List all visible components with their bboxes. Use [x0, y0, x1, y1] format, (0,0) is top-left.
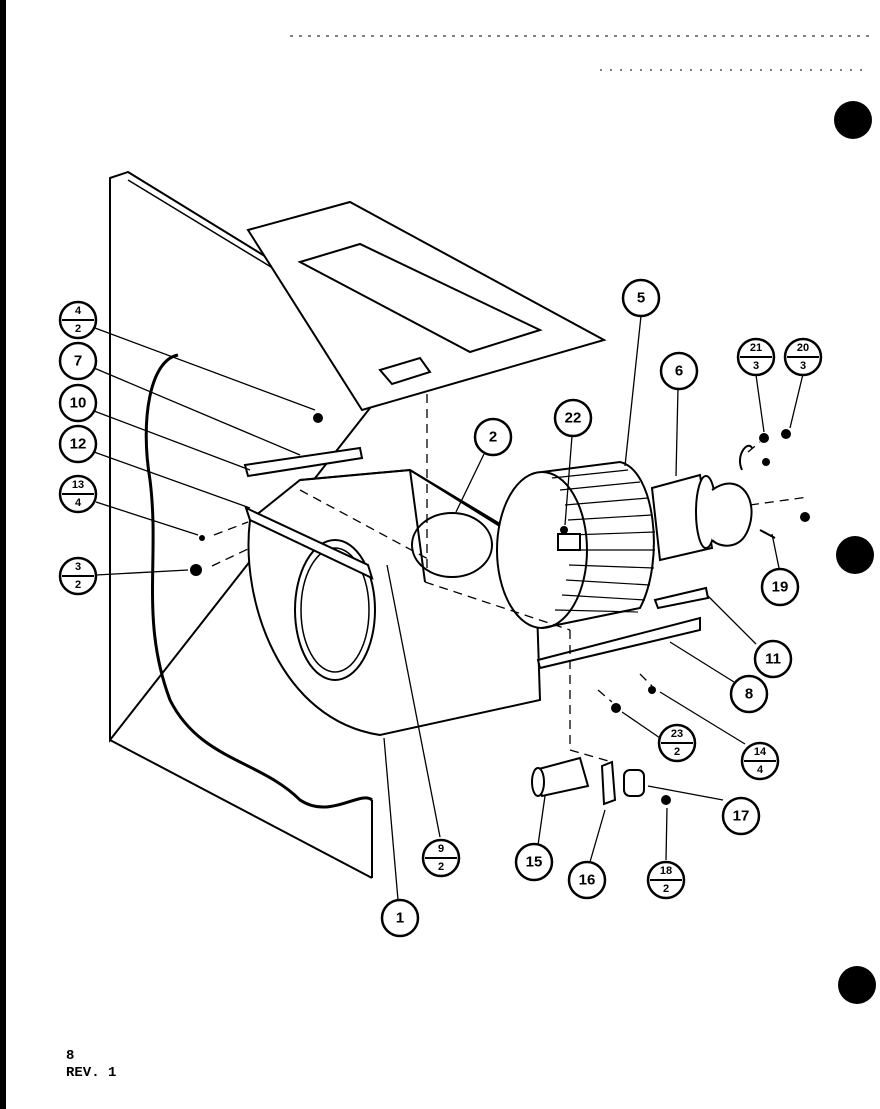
callout-10: 10 [58, 383, 98, 423]
callout-3-2-bottom: 2 [75, 579, 81, 591]
blower-motor [650, 444, 776, 562]
callout-4-2-bottom: 2 [75, 323, 81, 335]
callout-7: 7 [58, 341, 98, 381]
callout-17-label: 17 [733, 808, 750, 825]
cabinet-cutaway-outline [144, 353, 373, 809]
callout-8: 8 [729, 674, 769, 714]
callout-13-4-bottom: 4 [75, 497, 82, 509]
callout-20-3-bottom: 3 [800, 360, 806, 372]
mounting-rails [243, 446, 710, 670]
callout-18-2-bottom: 2 [663, 883, 669, 895]
screws [190, 413, 810, 805]
callout-20-3-top: 20 [797, 342, 809, 354]
callout-7-label: 7 [74, 353, 82, 370]
binder-hole-top [834, 101, 872, 139]
callout-19-label: 19 [772, 579, 789, 596]
callout-15: 15 [514, 842, 554, 882]
binder-hole-bottom [838, 966, 876, 1004]
callout-20-3: 20 3 [783, 337, 823, 377]
callout-8-label: 8 [745, 686, 753, 703]
top-pan [246, 200, 607, 412]
callout-3-2-top: 3 [75, 561, 81, 573]
callout-1: 1 [380, 898, 420, 938]
callout-13-4-top: 13 [72, 479, 84, 491]
callout-23-2: 23 2 [657, 723, 697, 763]
callout-15-label: 15 [526, 854, 543, 871]
callout-19: 19 [760, 567, 800, 607]
callout-16: 16 [567, 860, 607, 900]
callout-11: 11 [753, 639, 793, 679]
callout-23-2-top: 23 [671, 728, 683, 740]
callout-6-top-label: 6 [675, 363, 683, 380]
revision-label: REV. 1 [66, 1065, 117, 1081]
callout-18-2: 18 2 [646, 860, 686, 900]
callout-21-3: 21 3 [736, 337, 776, 377]
callout-9-2-top: 9 [438, 843, 444, 855]
callout-1-label: 1 [396, 910, 404, 927]
leader-lines [93, 315, 804, 901]
callout-2-label: 2 [489, 429, 497, 446]
callout-21-3-top: 21 [750, 342, 762, 354]
callout-14-4: 14 4 [740, 741, 780, 781]
alignment-lines [211, 394, 809, 763]
callout-4-2-top: 4 [75, 305, 82, 317]
callout-9-2: 9 2 [421, 838, 461, 878]
callout-4-2: 4 2 [58, 300, 98, 340]
callout-3-2: 3 2 [58, 556, 98, 596]
callout-23-2-bottom: 2 [674, 746, 680, 758]
callout-12-label: 12 [70, 436, 87, 453]
callout-14-4-top: 14 [754, 746, 767, 758]
callout-11-label: 11 [765, 651, 781, 668]
callout-14-4-bottom: 4 [757, 764, 764, 776]
capacitor-parts [531, 756, 645, 806]
callout-21-3-bottom: 3 [753, 360, 759, 372]
callout-5: 5 [621, 278, 661, 318]
binder-hole-middle [836, 536, 874, 574]
callout-10-label: 10 [70, 395, 87, 412]
callout-13-4: 13 4 [58, 474, 98, 514]
callout-17: 17 [721, 796, 761, 836]
callout-22: 22 [553, 398, 593, 438]
page-footer: 8 REV. 1 [66, 1048, 116, 1082]
blower-wheel [496, 460, 656, 629]
callout-2: 2 [473, 417, 513, 457]
callout-18-2-top: 18 [660, 865, 672, 877]
callout-9-2-bottom: 2 [438, 861, 444, 873]
page-number: 8 [66, 1048, 75, 1064]
callout-6-top: 6 [659, 351, 699, 391]
callout-12: 12 [58, 424, 98, 464]
callout-22-label: 22 [565, 410, 582, 427]
callout-16-label: 16 [579, 872, 596, 889]
callout-5-label: 5 [637, 290, 645, 307]
